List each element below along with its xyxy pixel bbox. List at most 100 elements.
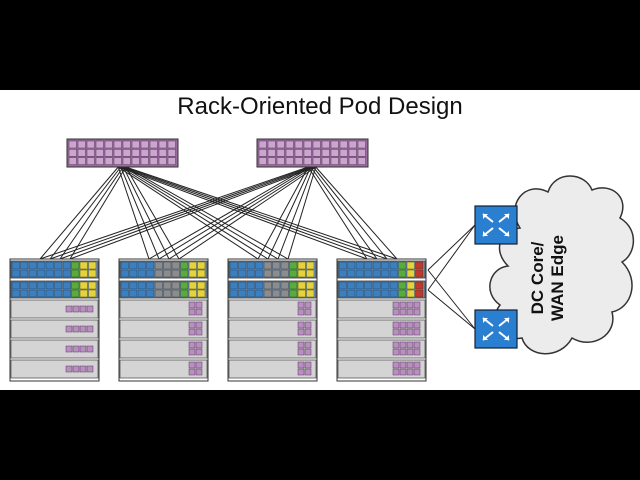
leaf-port xyxy=(389,269,398,278)
server-nic-port xyxy=(413,368,421,376)
leaf-port xyxy=(137,261,146,270)
leaf-port xyxy=(297,281,306,290)
server-unit xyxy=(10,359,99,379)
leaf-port xyxy=(263,281,272,290)
rack-3 xyxy=(227,258,318,382)
leaf-port xyxy=(381,289,390,298)
spine-port xyxy=(312,140,321,149)
spine-port xyxy=(95,149,104,157)
server-chassis xyxy=(228,319,317,339)
spine-port xyxy=(86,157,95,165)
leaf-port xyxy=(389,281,398,290)
leaf-port xyxy=(280,269,289,278)
spine-port xyxy=(86,140,95,149)
server-unit xyxy=(119,319,208,339)
uplink-line xyxy=(168,166,314,260)
leaf-port xyxy=(137,269,146,278)
uplink-line xyxy=(69,166,127,260)
router-arrowhead xyxy=(504,231,509,236)
server-unit xyxy=(10,339,99,359)
spine-port xyxy=(276,157,285,165)
server-nic-port xyxy=(72,345,80,353)
uplink-line xyxy=(69,166,316,260)
server-nic-port xyxy=(406,328,414,336)
leaf-port xyxy=(154,261,163,270)
leaf-port xyxy=(120,289,129,298)
uplink-line xyxy=(122,166,170,260)
leaf-switch xyxy=(119,260,208,279)
leaf-port xyxy=(54,281,63,290)
router-arrowhead xyxy=(504,335,509,340)
leaf-port xyxy=(280,261,289,270)
server-nic-port xyxy=(72,305,80,313)
leaf-port xyxy=(272,261,281,270)
leaf-port xyxy=(79,261,88,270)
spine-port xyxy=(267,157,276,165)
spine-port xyxy=(131,140,140,149)
spine-port xyxy=(86,149,95,157)
leaf-port xyxy=(37,289,46,298)
server-nic-port xyxy=(399,321,407,329)
server-nic-port xyxy=(195,361,203,369)
server-nic-port xyxy=(392,348,400,356)
spine-port xyxy=(122,140,131,149)
leaf-port xyxy=(255,281,264,290)
leaf-port xyxy=(45,269,54,278)
server-nic-port xyxy=(406,348,414,356)
uplink-line xyxy=(117,166,150,260)
router-arrowhead xyxy=(504,214,509,219)
spine-port xyxy=(149,157,158,165)
server-nic-port xyxy=(195,348,203,356)
spine-port xyxy=(339,157,348,165)
leaf-port xyxy=(289,281,298,290)
uplink-line xyxy=(125,166,180,260)
spine-switch-1 xyxy=(66,138,179,168)
leaf-port xyxy=(246,289,255,298)
uplink-line xyxy=(120,166,269,260)
rack-2 xyxy=(118,258,209,382)
spine-port xyxy=(131,157,140,165)
server-nic-port xyxy=(399,308,407,316)
leaf-port xyxy=(146,261,155,270)
leaf-port xyxy=(238,261,247,270)
server-nic-port xyxy=(195,301,203,309)
leaf-port xyxy=(11,289,20,298)
leaf-port xyxy=(355,269,364,278)
leaf-port xyxy=(28,289,37,298)
leaf-port xyxy=(364,269,373,278)
leaf-port xyxy=(289,269,298,278)
leaf-port xyxy=(355,261,364,270)
leaf-port xyxy=(338,281,347,290)
uplink-line xyxy=(39,166,309,260)
leaf-port xyxy=(62,269,71,278)
leaf-port xyxy=(188,281,197,290)
uplink-line xyxy=(125,166,289,260)
server-nic-port xyxy=(86,305,94,313)
leaf-switch xyxy=(10,280,99,299)
server-unit xyxy=(337,299,426,319)
wan-link xyxy=(427,269,476,330)
leaf-port xyxy=(188,289,197,298)
leaf-port xyxy=(263,269,272,278)
server-nic-port xyxy=(72,325,80,333)
leaf-port xyxy=(11,261,20,270)
leaf-port xyxy=(37,281,46,290)
leaf-port xyxy=(398,289,407,298)
leaf-port xyxy=(171,281,180,290)
leaf-switch xyxy=(337,260,426,279)
server-nic-port xyxy=(304,308,312,316)
leaf-port xyxy=(246,261,255,270)
server-nic-port xyxy=(413,308,421,316)
leaf-port xyxy=(347,269,356,278)
server-nic-port xyxy=(195,368,203,376)
server-nic-port xyxy=(297,348,305,356)
leaf-port xyxy=(272,281,281,290)
spine-port xyxy=(348,157,357,165)
spine-port xyxy=(77,149,86,157)
uplink-line xyxy=(310,166,378,260)
spine-port xyxy=(167,140,176,149)
router-arrowhead xyxy=(483,318,488,323)
uplink-line xyxy=(125,166,398,260)
server-chassis xyxy=(119,299,208,319)
server-nic-port xyxy=(297,308,305,316)
